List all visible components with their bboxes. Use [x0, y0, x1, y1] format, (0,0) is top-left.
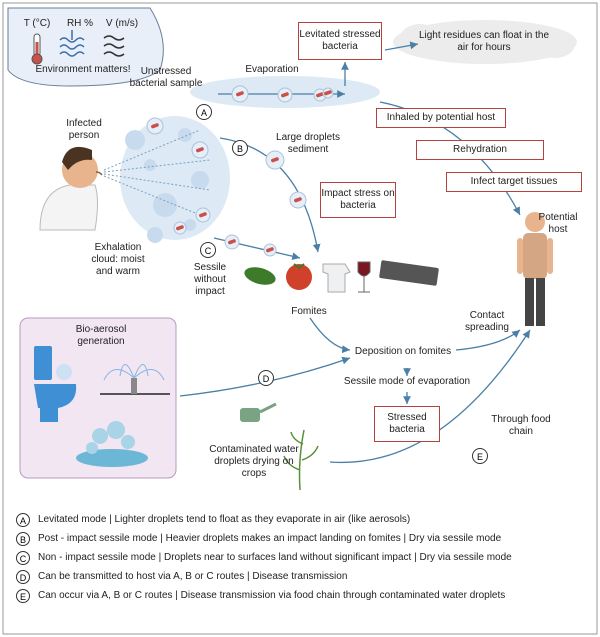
legend-text: Post - impact sessile mode | Heavier dro… [38, 533, 502, 544]
legend-marker: D [16, 570, 30, 584]
arrow-fomites-deposition [309, 317, 351, 354]
stressed-bacteria-box: Stressed bacteria [374, 406, 440, 442]
route-marker-b: B [232, 140, 248, 156]
large-droplets-label: Large droplets sediment [276, 132, 340, 155]
infected-person-figure [39, 146, 103, 231]
impact-stress-box: Impact stress on bacteria [320, 182, 396, 218]
bioaerosol-label: Bio-aerosol generation [75, 324, 127, 347]
wind-icon [103, 35, 125, 57]
bacteria-droplet [191, 141, 209, 159]
rehydration-box: Rehydration [416, 140, 544, 160]
crop-plant-icon [283, 429, 319, 491]
humidity-label: RH % [66, 18, 94, 29]
legend-marker: B [16, 532, 30, 546]
bacteria-droplet [322, 87, 334, 99]
bacteria-droplet [265, 150, 285, 170]
potential-host-label: Potential host [538, 212, 578, 235]
inhaled-box: Inhaled by potential host [376, 108, 506, 128]
bacteria-droplet [231, 85, 249, 103]
legend: A Levitated mode | Lighter droplets tend… [16, 512, 586, 607]
sprinkler-icon [100, 364, 170, 395]
legend-text: Levitated mode | Lighter droplets tend t… [38, 514, 411, 525]
exhalation-cloud-label: Exhalation cloud: moist and warm [91, 242, 145, 277]
bacteria-droplet [146, 117, 164, 135]
thermometer-icon [31, 33, 43, 65]
unstressed-sample-label: Unstressed bacterial sample [129, 66, 203, 89]
humidity-icon [59, 30, 85, 57]
infect-tissues-box: Infect target tissues [446, 172, 582, 192]
fomite-items [244, 260, 439, 293]
legend-text: Non - impact sessile mode | Droplets nea… [38, 552, 512, 563]
route-marker-c: C [200, 242, 216, 258]
route-marker-e: E [472, 448, 488, 464]
legend-text: Can be transmitted to host via A, B or C… [38, 571, 348, 582]
levitated-stressed-box: Levitated stressed bacteria [298, 22, 382, 60]
evaporation-label: Evaporation [245, 64, 299, 75]
legend-text: Can occur via A, B or C routes | Disease… [38, 590, 506, 601]
bacteria-droplet [173, 221, 187, 235]
exhalation-rays [103, 129, 211, 216]
bacteria-droplet [277, 87, 293, 103]
route-marker-d: D [258, 370, 274, 386]
legend-row-c: C Non - impact sessile mode | Droplets n… [16, 550, 586, 569]
wind-speed-label: V (m/s) [105, 18, 139, 29]
environment-caption: Environment matters! [35, 64, 131, 75]
temperature-label: T (°C) [23, 18, 51, 29]
bacteria-droplets [146, 85, 334, 257]
route-marker-a: A [196, 104, 212, 120]
bacteria-droplet [195, 207, 211, 223]
environment-bubble [7, 7, 164, 87]
watering-can-icon [240, 402, 277, 422]
flow-arrows [179, 41, 531, 464]
legend-marker: A [16, 513, 30, 527]
toilet-icon [34, 346, 77, 422]
potential-host-figure [517, 212, 553, 326]
legend-row-b: B Post - impact sessile mode | Heavier d… [16, 531, 586, 550]
arrow-to-host [379, 101, 521, 216]
legend-row-e: E Can occur via A, B or C routes | Disea… [16, 588, 586, 607]
bacteria-droplet [289, 191, 307, 209]
sessile-without-impact-label: Sessile without impact [193, 262, 227, 297]
bacteria-droplet [224, 234, 240, 250]
food-chain-label: Through food chain [491, 414, 551, 437]
contaminated-pond-icon [76, 421, 148, 467]
sessile-evaporation-label: Sessile mode of evaporation [343, 376, 471, 387]
contaminated-water-label: Contaminated water droplets drying on cr… [209, 444, 299, 479]
bacteria-droplet [263, 243, 277, 257]
legend-row-d: D Can be transmitted to host via A, B or… [16, 569, 586, 588]
contact-spreading-label: Contact spreading [465, 310, 509, 333]
fomites-label: Fomites [291, 306, 327, 317]
arrow-to-light-residues [384, 41, 419, 51]
bioaerosol-panel [19, 317, 177, 479]
legend-marker: C [16, 551, 30, 565]
deposition-label: Deposition on fomites [354, 346, 452, 357]
legend-marker: E [16, 589, 30, 603]
infected-person-label: Infected person [66, 118, 102, 141]
arrow-contact-spreading [455, 329, 521, 351]
legend-row-a: A Levitated mode | Lighter droplets tend… [16, 512, 586, 531]
light-residues-label: Light residues can float in the air for … [418, 30, 550, 53]
